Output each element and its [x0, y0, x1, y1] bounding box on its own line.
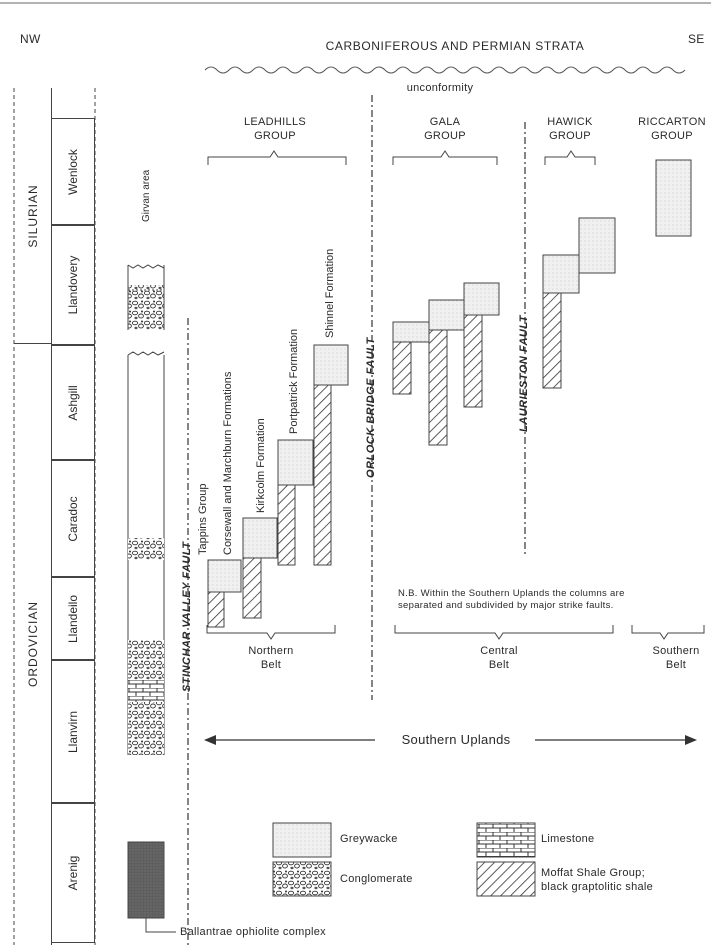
period-divider — [14, 343, 52, 344]
gala-columns — [392, 282, 500, 446]
riccarton-group-label: RICCARTON GROUP — [638, 116, 706, 142]
unconformity-line — [204, 66, 686, 74]
legend-moffat-label: Moffat Shale Group; black graptolitic sh… — [541, 867, 654, 893]
stage-ashgill: Ashgill — [51, 345, 95, 460]
stage-arenig: Arenig — [51, 803, 95, 943]
stage-llandovery: Llandovery — [51, 225, 95, 345]
legend-greywacke-swatch — [272, 822, 332, 858]
northern-belt-label: Northern Belt — [248, 645, 294, 671]
unconformity-label: unconformity — [406, 82, 474, 94]
shinnel-label: Shinnel Formation — [324, 248, 336, 338]
stage-wenlock: Wenlock — [51, 118, 95, 225]
legend-moffat-swatch — [476, 861, 536, 897]
period-ordovician: ORDOVICIAN — [14, 343, 52, 945]
girvan-label: Girvan area — [141, 169, 152, 222]
stage-llandeilo: Llandeilo — [51, 577, 95, 660]
period-silurian: SILURIAN — [14, 88, 52, 343]
compass-nw: NW — [20, 32, 41, 46]
hawick-group-label: HAWICK GROUP — [547, 116, 593, 142]
leadhills-brace — [207, 150, 347, 165]
legend-conglomerate-label: Conglomerate — [340, 873, 413, 885]
hawick-brace — [544, 150, 596, 165]
stage-caradoc: Caradoc — [51, 460, 95, 577]
northern-belt-brace — [206, 625, 336, 640]
central-belt-brace — [394, 625, 614, 640]
leadhills-columns — [207, 344, 349, 628]
portpatrick-label: Portpatrick Formation — [288, 328, 300, 434]
riccarton-column — [655, 159, 692, 237]
laurieston-fault-label: LAURIESTON FAULT — [518, 315, 530, 432]
corsewall-label: Corsewall and Marchburn Formations — [222, 371, 234, 555]
legend-limestone-label: Limestone — [541, 833, 595, 845]
central-belt-label: Central Belt — [480, 645, 518, 671]
orlock-bridge-fault-label: ORLOCK BRIDGE FAULT — [365, 337, 377, 478]
legend-greywacke-label: Greywacke — [340, 833, 398, 845]
gala-group-label: GALA GROUP — [424, 116, 466, 142]
kirkcolm-label: Kirkcolm Formation — [255, 418, 267, 513]
legend-limestone-swatch — [476, 822, 536, 858]
southern-belt-brace — [631, 625, 705, 640]
stage-llanvirn: Llanvirn — [51, 660, 95, 803]
leadhills-group-label: LEADHILLS GROUP — [243, 116, 307, 142]
girvan-column — [127, 264, 176, 933]
legend-conglomerate-swatch — [272, 861, 332, 897]
gala-brace — [392, 150, 498, 165]
ballantrae-label: Ballantrae ophiolite complex — [180, 926, 326, 938]
southern-uplands-label: Southern Uplands — [401, 732, 511, 747]
stinchar-valley-fault-label: STINCHAR VALLEY FAULT — [181, 541, 193, 692]
southern-belt-label: Southern Belt — [652, 645, 700, 671]
tappins-label: Tappins Group — [197, 483, 209, 555]
page-title: CARBONIFEROUS AND PERMIAN STRATA — [325, 39, 585, 53]
hawick-columns — [542, 217, 616, 389]
compass-se: SE — [688, 32, 705, 46]
note-text: N.B. Within the Southern Uplands the col… — [398, 588, 625, 611]
